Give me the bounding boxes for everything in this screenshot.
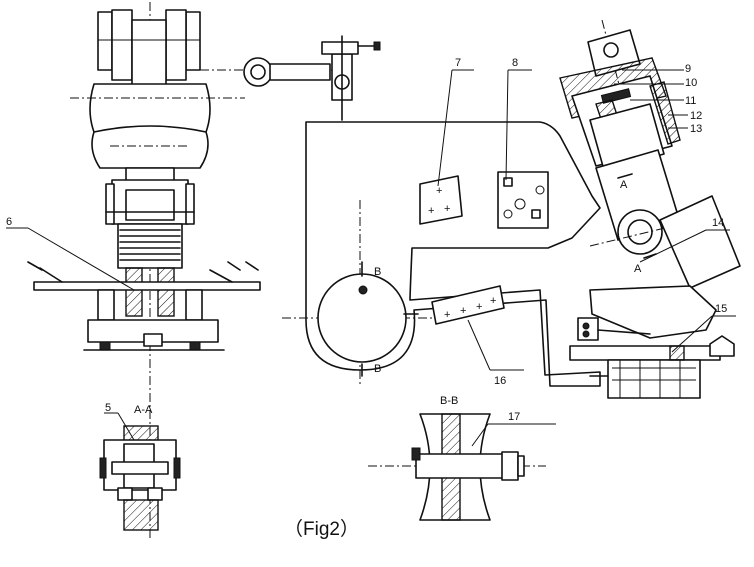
section-mark-b-bottom: B [374,363,381,375]
callout-8: 8 [512,57,518,69]
svg-text:+: + [428,205,434,217]
callout-15: 15 [715,303,727,315]
leader-lines [6,69,736,447]
callout-16: 16 [494,375,506,387]
section-label-bb: B-B [440,395,458,407]
callout-6: 6 [6,216,12,228]
callout-17: 17 [508,411,520,423]
right-arm-assembly [559,19,741,399]
left-assembly-view [27,2,261,440]
callout-11: 11 [685,95,696,107]
plate-8 [497,171,549,229]
callout-13: 13 [690,123,702,135]
labels: 5 6 7 8 9 10 11 12 13 14 15 16 17 A-A B-… [6,57,727,540]
plate-7: + + + [419,175,463,225]
section-a-a [99,410,181,540]
svg-text:+: + [436,185,442,197]
callout-7: 7 [455,57,461,69]
side-clamp [200,35,381,121]
section-b-b [368,413,546,521]
section-mark-a-bottom: A [634,263,642,275]
svg-text:+: + [444,203,450,215]
callout-10: 10 [685,77,697,89]
figure-caption: （Fig2） [284,518,359,540]
callout-9: 9 [685,63,691,75]
callout-12: 12 [690,110,702,122]
bar-16: + + + + [431,285,505,325]
svg-text:+: + [476,301,482,313]
spring-coils [119,229,181,261]
section-mark-a-top: A [620,179,628,191]
svg-text:+: + [460,305,466,317]
svg-text:+: + [444,309,450,321]
section-mark-b-top: B [374,266,381,278]
callout-5: 5 [105,402,111,414]
callout-14: 14 [712,217,724,229]
section-label-aa: A-A [134,404,153,416]
svg-text:+: + [490,295,496,307]
